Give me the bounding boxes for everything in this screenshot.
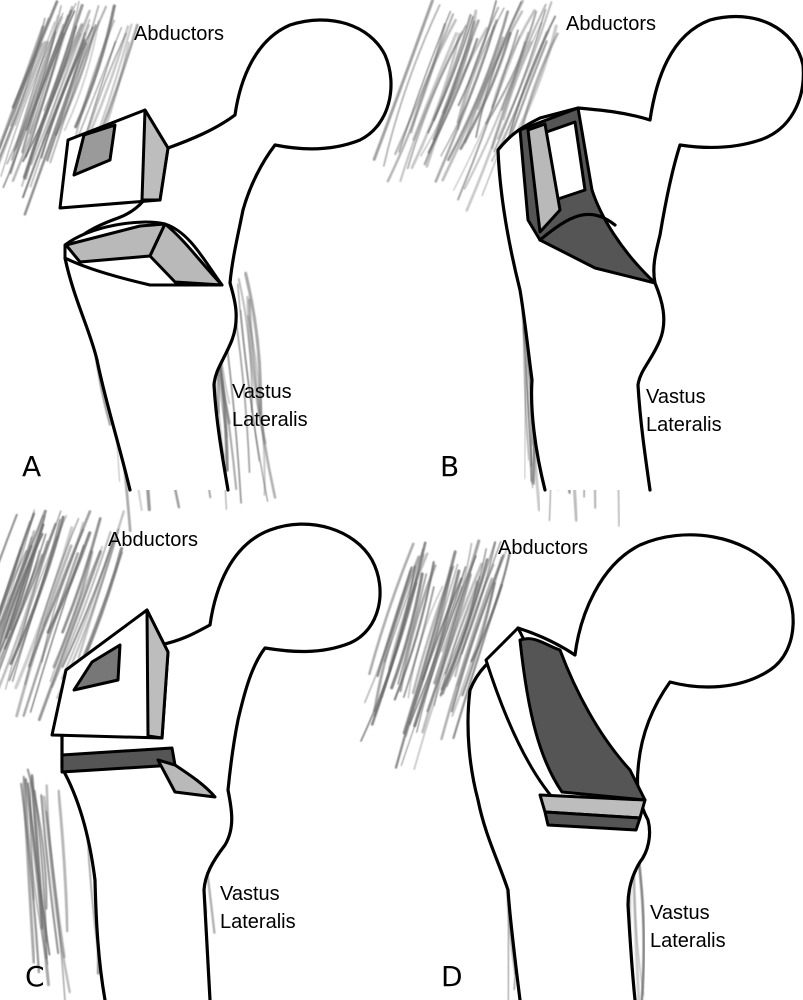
panel-c: Abductors Vastus Lateralis C [0,510,380,1000]
panel-d: Abductors Vastus Lateralis D [361,535,793,1000]
lateralis-label: Lateralis [232,409,308,431]
abductors-label: Abductors [498,537,588,559]
panel-b: Abductors Vastus Lateralis B [374,1,803,526]
abductors-label: Abductors [108,529,198,551]
vastus-label: Vastus [220,883,280,905]
panel-letter: B [440,450,459,483]
vastus-label: Vastus [650,902,710,924]
panel-letter: C [25,960,45,993]
abductors-label: Abductors [566,13,656,35]
femur-outline [468,535,793,1000]
muscle-fiber [59,791,68,931]
lateralis-label: Lateralis [646,414,722,436]
panel-letter: A [22,450,41,483]
lateralis-label: Lateralis [220,911,296,933]
vastus-label: Vastus [232,381,292,403]
lateralis-label: Lateralis [650,930,726,952]
vastus-label: Vastus [646,386,706,408]
abductors-label: Abductors [134,23,224,45]
panel-letter: D [441,960,463,993]
panel-a: Abductors Vastus Lateralis A [0,1,391,530]
